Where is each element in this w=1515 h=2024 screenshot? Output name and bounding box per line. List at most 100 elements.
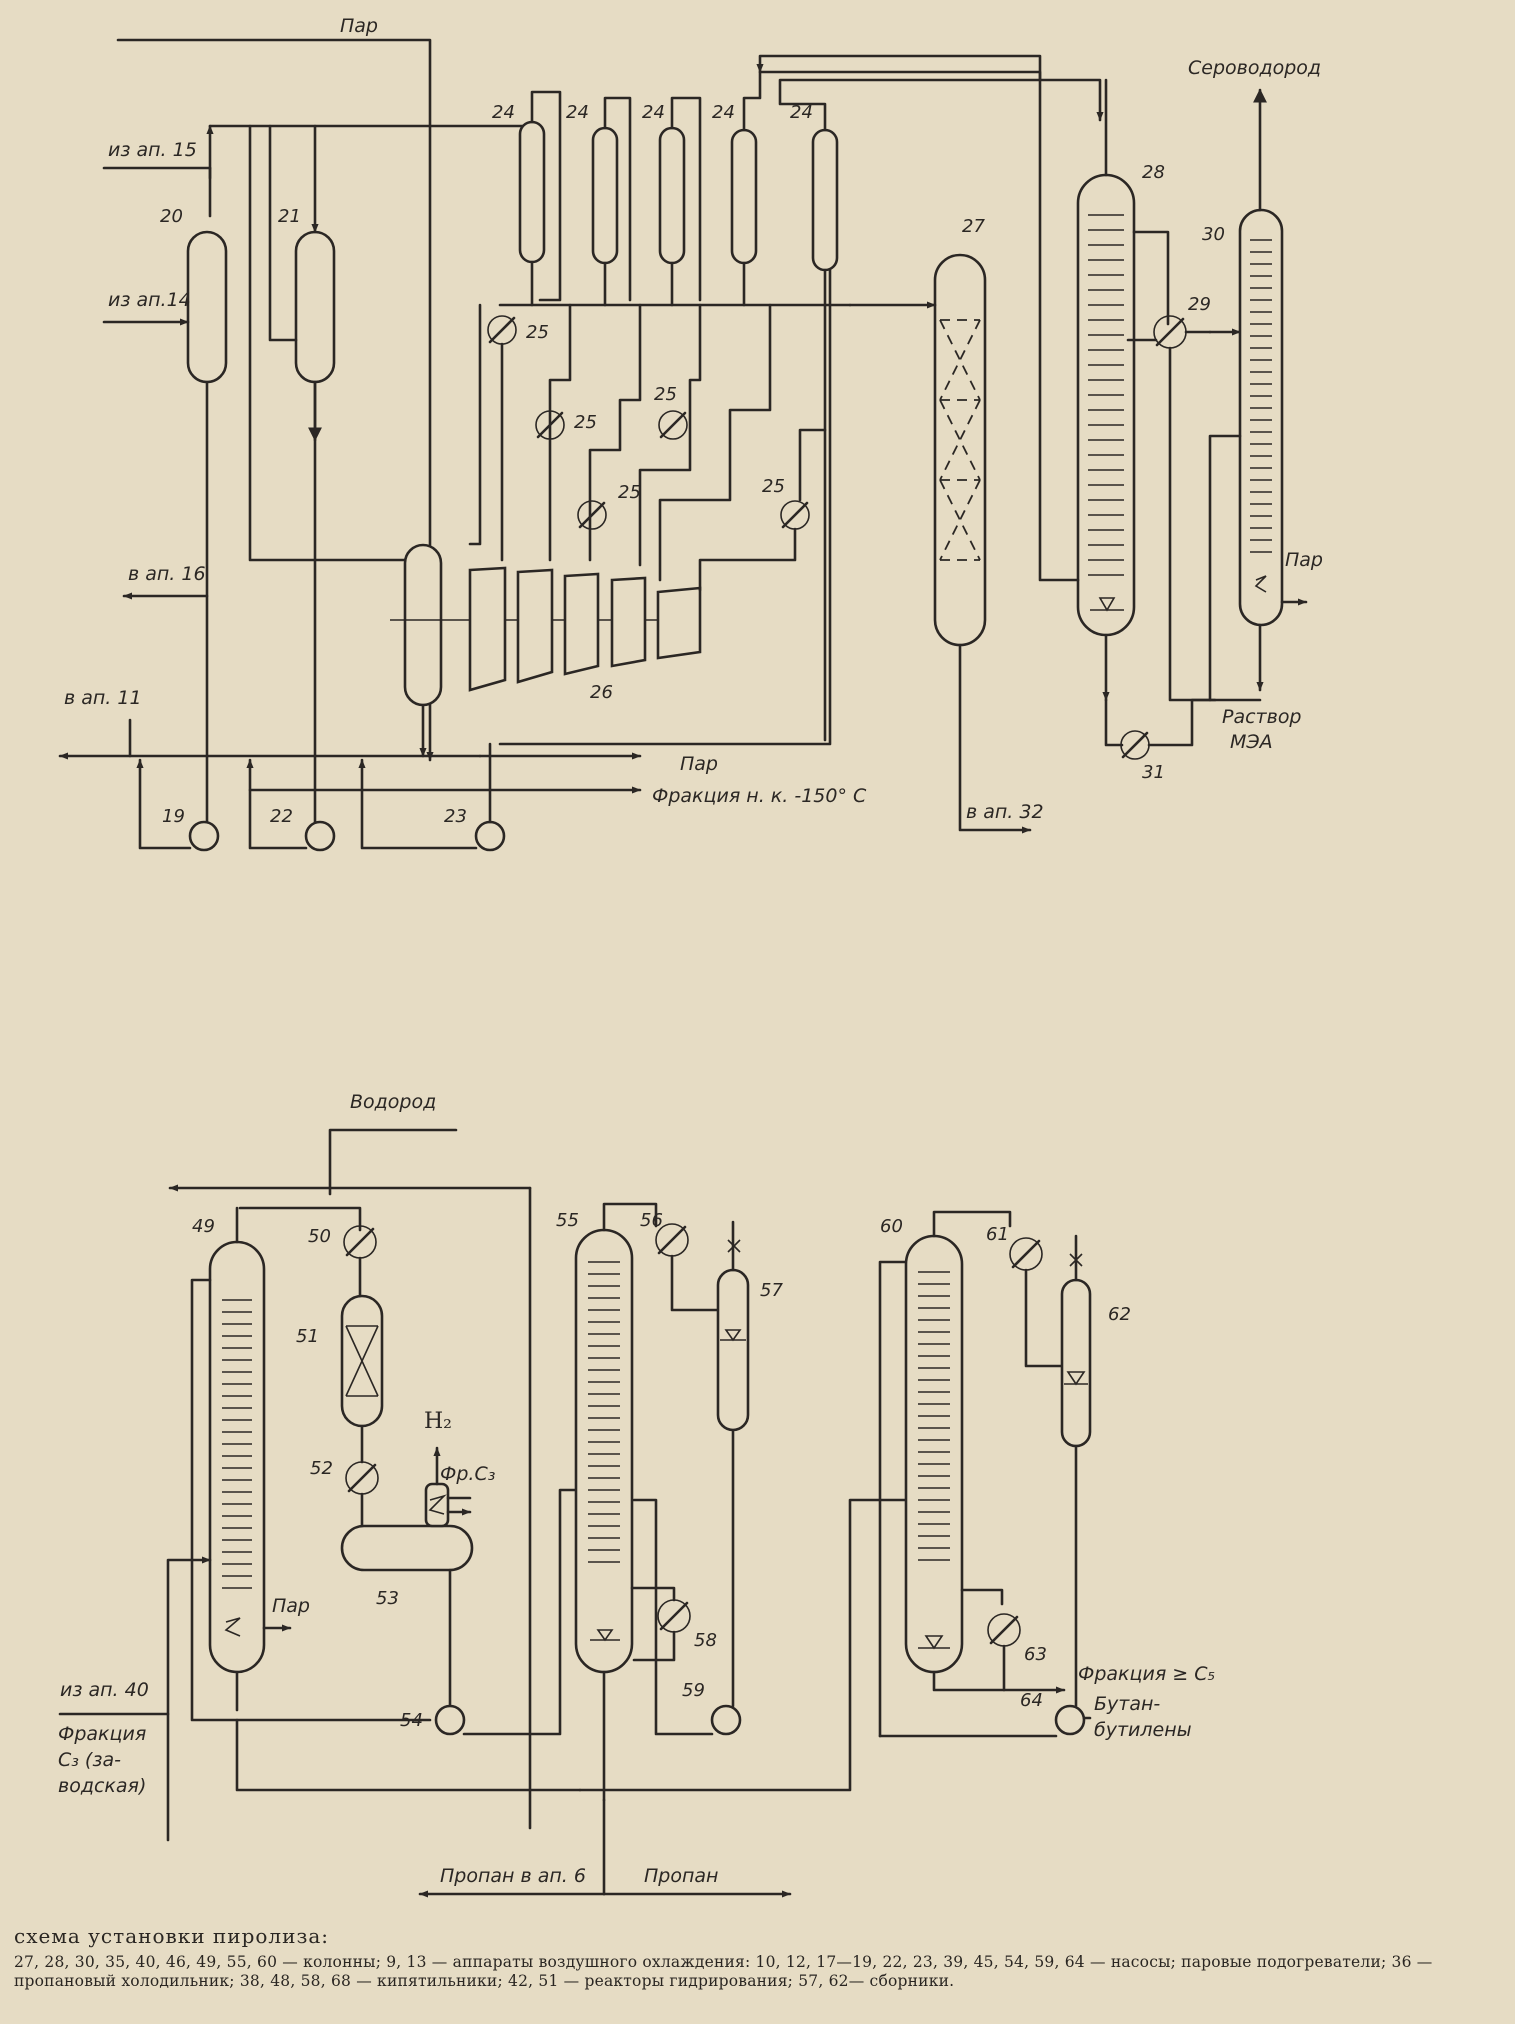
num-62: 62 xyxy=(1108,1304,1131,1325)
num-55: 55 xyxy=(556,1210,579,1231)
separator-24-4 xyxy=(730,128,758,265)
column-28 xyxy=(1076,173,1136,637)
figure-caption: схема установки пиролиза: 27, 28, 30, 35… xyxy=(14,1924,1504,1992)
label-c3-2: С₃ (за- xyxy=(58,1749,121,1771)
label-to-11: в ап. 11 xyxy=(64,687,142,709)
num-53: 53 xyxy=(376,1588,399,1609)
num-24-d: 24 xyxy=(712,102,735,123)
num-59: 59 xyxy=(682,1680,705,1701)
num-50: 50 xyxy=(308,1226,331,1247)
num-26: 26 xyxy=(590,682,613,703)
num-22: 22 xyxy=(270,806,293,827)
label-h2: H₂ xyxy=(424,1409,452,1434)
num-25-d: 25 xyxy=(618,482,641,503)
column-20 xyxy=(186,230,228,384)
num-24-b: 24 xyxy=(566,102,589,123)
caption-title: схема установки пиролиза: xyxy=(14,1924,330,1948)
num-19: 19 xyxy=(162,806,185,827)
label-c3-1: Фракция xyxy=(58,1723,146,1745)
label-from-15: из ап. 15 xyxy=(108,139,197,161)
separator-column xyxy=(403,543,443,707)
label-mea-2: МЭА xyxy=(1230,731,1273,753)
column-30-trays xyxy=(1250,239,1272,593)
num-25-c: 25 xyxy=(654,384,677,405)
label-frac-c5: Фракция ≥ С₅ xyxy=(1078,1663,1215,1685)
label-hydrogen: Водород xyxy=(350,1091,436,1113)
steam-line-top xyxy=(116,38,434,762)
num-21: 21 xyxy=(278,206,301,227)
label-mea-1: Раствор xyxy=(1222,706,1302,728)
label-propane: Пропан xyxy=(644,1865,718,1887)
label-from-14: из ап.14 xyxy=(108,289,191,311)
num-23: 23 xyxy=(444,806,467,827)
num-61: 61 xyxy=(986,1224,1009,1245)
num-25-a: 25 xyxy=(526,322,549,343)
num-25-b: 25 xyxy=(574,412,597,433)
pump-59 xyxy=(710,1704,742,1736)
num-29: 29 xyxy=(1188,294,1211,315)
column-60-trays xyxy=(918,1271,950,1650)
column-49-trays xyxy=(222,1299,252,1637)
label-from-40: из ап. 40 xyxy=(60,1679,149,1701)
label-fr-c3: Фр.С₃ xyxy=(440,1463,495,1485)
num-64: 64 xyxy=(1020,1690,1043,1711)
cooler-25-3 xyxy=(658,410,688,440)
pump-19 xyxy=(188,820,220,852)
num-30: 30 xyxy=(1202,224,1225,245)
label-h2s: Сероводород xyxy=(1188,57,1321,79)
collector-62 xyxy=(1060,1278,1092,1448)
collector-57 xyxy=(716,1268,750,1432)
line-to-32 xyxy=(958,643,1032,834)
pump-54 xyxy=(434,1704,466,1736)
column-21 xyxy=(294,230,336,384)
label-to-32: в ап. 32 xyxy=(966,801,1044,823)
label-butane-1: Бутан- xyxy=(1094,1693,1160,1715)
label-propane-to-6: Пропан в ап. 6 xyxy=(440,1865,586,1887)
separator-24-3 xyxy=(658,126,686,265)
label-fraction-150: Фракция н. к. -150° С xyxy=(652,785,867,807)
column-55-trays xyxy=(588,1261,620,1642)
hydrogen-line xyxy=(328,1128,458,1196)
lower-scheme: Водород 49 Пар из ап. 40 Фракция С₃ (за-… xyxy=(58,1091,1215,1898)
separator-24-2 xyxy=(591,126,619,265)
column-49 xyxy=(208,1240,266,1674)
num-31: 31 xyxy=(1142,762,1165,783)
num-54: 54 xyxy=(400,1710,423,1731)
num-27: 27 xyxy=(962,216,985,237)
num-52: 52 xyxy=(310,1458,333,1479)
num-49: 49 xyxy=(192,1216,215,1237)
caption-text: 27, 28, 30, 35, 40, 46, 49, 55, 60 — кол… xyxy=(14,1953,1433,1991)
num-63: 63 xyxy=(1024,1644,1047,1665)
pump-23 xyxy=(474,820,506,852)
num-28: 28 xyxy=(1142,162,1165,183)
num-24-c: 24 xyxy=(642,102,665,123)
label-c3-3: водская) xyxy=(58,1775,146,1797)
num-25-e: 25 xyxy=(762,476,785,497)
separators-24 xyxy=(518,120,839,272)
condenser-h2 xyxy=(424,1482,450,1528)
column-55 xyxy=(574,1228,634,1674)
separator-24-5 xyxy=(811,128,839,272)
num-24-e: 24 xyxy=(790,102,813,123)
feed-line-40 xyxy=(58,1556,212,1716)
label-steam-bottom: Пар xyxy=(680,753,718,775)
separator-24-1 xyxy=(518,120,546,264)
column-30 xyxy=(1238,208,1284,627)
label-steam-top: Пар xyxy=(340,15,378,37)
num-60: 60 xyxy=(880,1216,903,1237)
num-58: 58 xyxy=(694,1630,717,1651)
num-24-a: 24 xyxy=(492,102,515,123)
pump-22 xyxy=(304,820,336,852)
num-57: 57 xyxy=(760,1280,783,1301)
num-20: 20 xyxy=(160,206,183,227)
label-butane-2: бутилены xyxy=(1094,1719,1192,1741)
label-to-16: в ап. 16 xyxy=(128,563,206,585)
label-steam-30: Пар xyxy=(1285,549,1323,571)
compressor-26 xyxy=(390,566,702,692)
column-60 xyxy=(904,1234,964,1674)
column-28-trays xyxy=(1088,214,1124,612)
label-steam-49: Пар xyxy=(272,1595,310,1617)
upper-scheme: Пар из ап. 15 20 из ап.14 21 в ап. 16 в … xyxy=(58,15,1323,852)
num-56: 56 xyxy=(640,1210,663,1231)
